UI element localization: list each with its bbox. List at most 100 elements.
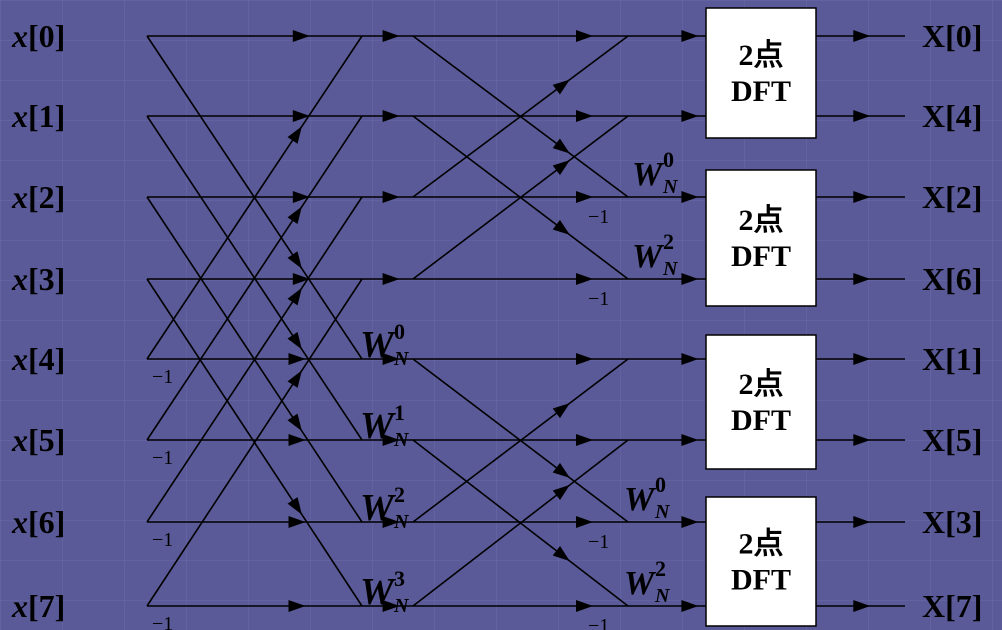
twiddle-subscript: N bbox=[393, 429, 410, 451]
dft-input-arrow bbox=[681, 191, 699, 203]
stage2-horizontal-arrow bbox=[576, 191, 593, 203]
stage-gap-arrow bbox=[382, 600, 400, 612]
stage2-horizontal-arrow bbox=[576, 353, 593, 365]
twiddle-subscript: N bbox=[393, 348, 410, 370]
dft-input-arrow bbox=[681, 30, 699, 42]
twiddle-base: W bbox=[360, 571, 397, 613]
twiddle-base: W bbox=[632, 238, 665, 275]
dft-input-arrow bbox=[681, 516, 699, 528]
stage2-cross-arrow-up bbox=[552, 160, 570, 176]
stage2-cross-arrow-down bbox=[552, 462, 570, 478]
dft-box-4 bbox=[705, 496, 817, 627]
minus-one-label-stage1: −1 bbox=[152, 613, 173, 630]
twiddle-subscript: N bbox=[662, 258, 679, 280]
dft-box-label-line1: 2点 bbox=[739, 368, 784, 401]
dft-box-2 bbox=[705, 169, 817, 307]
twiddle-exponent: 2 bbox=[655, 556, 666, 581]
stage2-cross-wire-up bbox=[412, 35, 629, 198]
twiddle-exponent: 0 bbox=[663, 147, 674, 172]
stage1-cross-arrow-down bbox=[287, 331, 302, 350]
dft-box-1 bbox=[705, 7, 817, 139]
output-arrow bbox=[853, 191, 871, 203]
labels-layer: x[0]x[1]x[2]x[3]x[4]x[5]x[6]x[7]X[0]X[4]… bbox=[11, 18, 982, 630]
dft-input-arrow bbox=[681, 600, 699, 612]
stage1-cross-wire-up bbox=[146, 196, 363, 523]
stage1-horizontal-arrow bbox=[292, 30, 310, 42]
dft-box-label-line2: DFT bbox=[731, 75, 791, 108]
stage1-cross-wire-up bbox=[146, 278, 363, 607]
twiddle-subscript: N bbox=[393, 595, 410, 617]
output-arrow bbox=[853, 434, 871, 446]
stage2-cross-arrow-up bbox=[552, 403, 570, 419]
input-label-3: x[3] bbox=[11, 261, 65, 297]
stage1-horizontal-arrow bbox=[288, 434, 306, 446]
input-label-2: x[2] bbox=[11, 179, 65, 215]
minus-one-label-stage1: −1 bbox=[152, 529, 173, 551]
stage2-horizontal-arrow bbox=[576, 30, 593, 42]
stage-gap-arrow bbox=[382, 516, 400, 528]
output-label-6: X[3] bbox=[922, 504, 982, 540]
stage-gap-arrow bbox=[382, 191, 400, 203]
output-label-0: X[0] bbox=[922, 18, 982, 54]
stage-gap-arrow bbox=[382, 30, 400, 42]
dft-box-label-line1: 2点 bbox=[739, 39, 784, 72]
dft-input-arrow bbox=[681, 353, 699, 365]
stage2-cross-arrow-down bbox=[552, 545, 570, 562]
stage2-cross-wire-up bbox=[412, 358, 629, 523]
stage1-horizontal-arrow bbox=[292, 273, 310, 285]
input-label-0: x[0] bbox=[11, 18, 65, 54]
stage1-cross-arrow-up bbox=[287, 126, 302, 144]
twiddle-exponent: 0 bbox=[655, 472, 666, 497]
stage2-horizontal-arrow bbox=[576, 434, 593, 446]
dft-box-label-line2: DFT bbox=[731, 564, 791, 597]
minus-one-label-stage1: −1 bbox=[152, 447, 173, 469]
dft-box-label-line1: 2点 bbox=[739, 528, 784, 561]
stage1-cross-arrow-up bbox=[287, 206, 302, 225]
twiddle-subscript: N bbox=[654, 585, 671, 607]
stage2-cross-arrow-up bbox=[552, 484, 570, 501]
twiddle-exponent: 0 bbox=[394, 319, 405, 344]
input-label-1: x[1] bbox=[11, 98, 65, 134]
twiddle-exponent: 2 bbox=[663, 229, 674, 254]
twiddle-subscript: N bbox=[393, 511, 410, 533]
output-label-1: X[4] bbox=[922, 98, 982, 134]
twiddle-base: W bbox=[360, 405, 397, 447]
dft-input-arrow bbox=[681, 273, 699, 285]
stage-gap-arrow bbox=[382, 353, 400, 365]
output-label-5: X[5] bbox=[922, 422, 982, 458]
input-label-4: x[4] bbox=[11, 341, 65, 377]
stage2-cross-wire-up bbox=[412, 115, 629, 280]
output-label-3: X[6] bbox=[922, 261, 982, 297]
stage2-cross-wire-up bbox=[412, 439, 629, 607]
stage2-horizontal-arrow bbox=[576, 273, 593, 285]
stage1-cross-arrow-down bbox=[287, 251, 302, 269]
stage1-cross-arrow-up bbox=[287, 287, 302, 306]
twiddle-base: W bbox=[624, 565, 657, 602]
output-arrow bbox=[853, 30, 871, 42]
output-label-2: X[2] bbox=[922, 179, 982, 215]
arrows-layer bbox=[287, 30, 871, 612]
twiddle-base: W bbox=[624, 481, 657, 518]
output-arrow bbox=[853, 273, 871, 285]
stage2-horizontal-arrow bbox=[576, 516, 593, 528]
stage-gap-arrow bbox=[382, 434, 400, 446]
minus-one-label-stage2: −1 bbox=[588, 288, 609, 310]
dft-input-arrow bbox=[681, 110, 699, 122]
stage1-horizontal-arrow bbox=[288, 516, 306, 528]
output-arrow bbox=[853, 353, 871, 365]
stage1-horizontal-arrow bbox=[292, 191, 310, 203]
twiddle-exponent: 2 bbox=[394, 482, 405, 507]
twiddle-exponent: 3 bbox=[394, 566, 405, 591]
stage1-horizontal-arrow bbox=[288, 353, 306, 365]
stage-gap-arrow bbox=[382, 110, 400, 122]
stage2-horizontal-arrow bbox=[576, 600, 593, 612]
input-label-5: x[5] bbox=[11, 422, 65, 458]
